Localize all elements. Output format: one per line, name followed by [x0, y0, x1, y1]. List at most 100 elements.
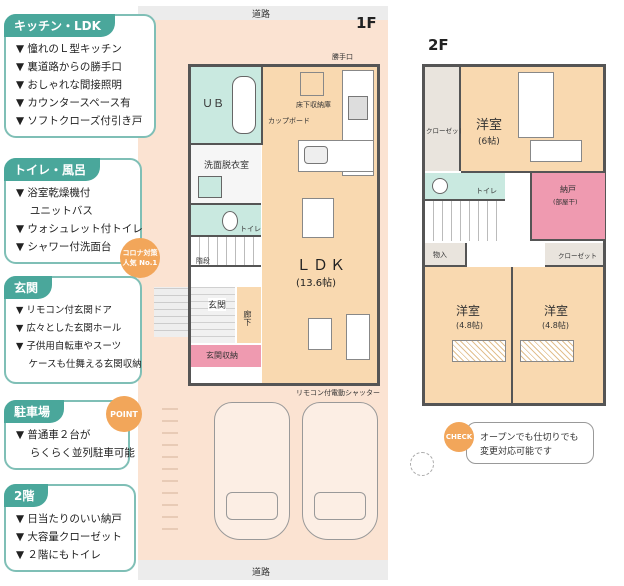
badge-corona-line2: 人気 No.1 [122, 259, 158, 267]
car-right-window [314, 492, 366, 520]
list-item: ▼ カウンタースペース有 [16, 97, 131, 109]
badge-corona: コロナ対策 人気 No.1 [120, 238, 160, 278]
bed-icon-left [452, 340, 506, 362]
list-item: ▼ 大容量クローゼット [16, 531, 122, 543]
ldk-label: ＬＤＫ [296, 256, 348, 274]
kitchen-counter-bottom [298, 140, 374, 172]
genkan-storage [191, 345, 261, 367]
note-box [466, 422, 594, 464]
list-item: ▼ リモコン付玄関ドア [16, 305, 112, 316]
list-item: ケースも仕舞える玄関収納 [16, 359, 142, 370]
panel-parking: 駐車場 ▼ 普通車２台が らくらく並列駐車可能 [4, 400, 135, 470]
list-item: らくらく並列駐車可能 [16, 447, 135, 459]
panel-2f-items: ▼ 日当たりのいい納戸 ▼ 大容量クローゼット ▼ ２階にもトイレ [16, 510, 122, 564]
panel-2f: 2階 ▼ 日当たりのいい納戸 ▼ 大容量クローゼット ▼ ２階にもトイレ [4, 484, 136, 572]
panel-kitchen-title: キッチン・LDK [4, 14, 115, 37]
desk-icon-main [530, 140, 582, 162]
panel-genkan-title: 玄関 [4, 276, 53, 299]
label-yoshitsu-left-size: (4.8帖) [456, 321, 483, 330]
label-katteguchi: 勝手口 [332, 53, 353, 61]
hallway [237, 287, 261, 343]
road-top-label: 道路 [252, 10, 271, 20]
compass-icon [410, 452, 434, 476]
label-yoshitsu-right: 洋室 [544, 304, 569, 318]
list-item: ▼ シャワー付洗面台 [16, 241, 112, 253]
label-yoshitsu-left: 洋室 [456, 304, 481, 318]
closet-mid-2f [545, 243, 603, 267]
road-top [138, 6, 388, 20]
label-genkan: 玄関 [208, 298, 227, 311]
badge-corona-line1: コロナ対策 [122, 249, 158, 257]
label-stairs: 階段 [196, 257, 210, 265]
list-item: ▼ 裏道路からの勝手口 [16, 61, 122, 73]
label-nando-sub: (部屋干) [553, 198, 578, 206]
panel-parking-items: ▼ 普通車２台が らくらく並列駐車可能 [16, 426, 135, 462]
floor-label-2f: 2F [428, 36, 449, 54]
panel-genkan-items: ▼ リモコン付玄関ドア ▼ 広々とした玄関ホール ▼ 子供用自転車やスーツ ケー… [16, 302, 142, 374]
panel-parking-title: 駐車場 [4, 400, 65, 423]
note-line1: オープンでも仕切りでも [480, 433, 579, 443]
panel-toilet-bath: トイレ・風呂 ▼ 浴室乾燥機付 ユニットバス ▼ ウォシュレット付トイレ ▼ シ… [4, 158, 143, 264]
stairs-2f [425, 201, 505, 241]
car-left-window [226, 492, 278, 520]
floor-storage-icon [300, 72, 324, 96]
floor-label-1f: 1F [356, 14, 377, 32]
label-ub: ＵＢ [202, 97, 224, 110]
list-item: ユニットバス [16, 205, 93, 217]
genkan-tile [154, 287, 188, 337]
panel-genkan: 玄関 ▼ リモコン付玄関ドア ▼ 広々とした玄関ホール ▼ 子供用自転車やスーツ… [4, 276, 142, 384]
genkan-room [191, 287, 235, 343]
label-yukashita: 床下収納庫 [296, 101, 331, 109]
dining-table-icon [302, 198, 334, 238]
label-closet-mid: クローゼット [558, 252, 597, 260]
label-monoire: 物入 [433, 251, 447, 259]
room-yoshitsu-left [425, 267, 513, 403]
list-item: ▼ おしゃれな間接照明 [16, 79, 122, 91]
badge-point: POINT [106, 396, 142, 432]
label-cupboard: カップボード [268, 117, 310, 125]
list-item: ▼ 広々とした玄関ホール [16, 323, 122, 334]
badge-check: CHECK [444, 422, 474, 452]
toilet-icon [222, 211, 238, 231]
list-item: ▼ 普通車２台が [16, 429, 91, 441]
panel-toilet-bath-items: ▼ 浴室乾燥機付 ユニットバス ▼ ウォシュレット付トイレ ▼ シャワー付洗面台 [16, 184, 143, 256]
label-yoshitsu-right-size: (4.8帖) [542, 321, 569, 330]
toilet-icon-2f [432, 178, 448, 194]
list-item: ▼ ソフトクローズ付引き戸 [16, 115, 143, 127]
road-bottom [138, 560, 388, 580]
stairs-1f [191, 237, 261, 267]
car-left-icon [214, 402, 290, 540]
label-roka: 廊下 [243, 310, 252, 326]
bed-icon-main [518, 72, 554, 138]
monoire [425, 243, 467, 267]
list-item: ▼ 日当たりのいい納戸 [16, 513, 122, 525]
label-yoshitsu-main-size: (6帖) [478, 137, 500, 147]
label-shutter: リモコン付電動シャッター [296, 389, 380, 397]
list-item: ▼ ウォシュレット付トイレ [16, 223, 143, 235]
panel-kitchen: キッチン・LDK ▼ 憧れのＬ型キッチン ▼ 裏道路からの勝手口 ▼ おしゃれな… [4, 14, 156, 138]
bathtub-icon [232, 76, 256, 134]
closet-left-2f [425, 67, 461, 171]
label-toilet-2f: トイレ [476, 187, 497, 195]
label-genkan-storage: 玄関収納 [206, 351, 238, 360]
list-item: ▼ 子供用自転車やスーツ [16, 341, 122, 352]
entry-steps [162, 400, 178, 540]
road-bottom-label: 道路 [252, 568, 271, 578]
room-nando [530, 173, 605, 241]
label-senmen: 洗面脱衣室 [204, 161, 250, 171]
room-yoshitsu-right [513, 267, 603, 403]
label-yoshitsu-main: 洋室 [476, 118, 503, 133]
label-toilet-1f: トイレ [240, 225, 261, 233]
label-nando: 納戸 [560, 185, 576, 194]
label-closet-left: クローゼット [426, 127, 465, 135]
panel-toilet-bath-title: トイレ・風呂 [4, 158, 101, 181]
note-line2: 変更対応可能です [480, 447, 553, 457]
washer-icon [198, 176, 222, 198]
panel-kitchen-items: ▼ 憧れのＬ型キッチン ▼ 裏道路からの勝手口 ▼ おしゃれな間接照明 ▼ カウ… [16, 40, 142, 130]
sofa-icon [346, 314, 370, 360]
panel-2f-title: 2階 [4, 484, 49, 507]
list-item: ▼ 浴室乾燥機付 [16, 187, 91, 199]
ldk-size: (13.6帖) [296, 278, 337, 289]
list-item: ▼ ２階にもトイレ [16, 549, 101, 561]
sink-icon [304, 146, 328, 164]
